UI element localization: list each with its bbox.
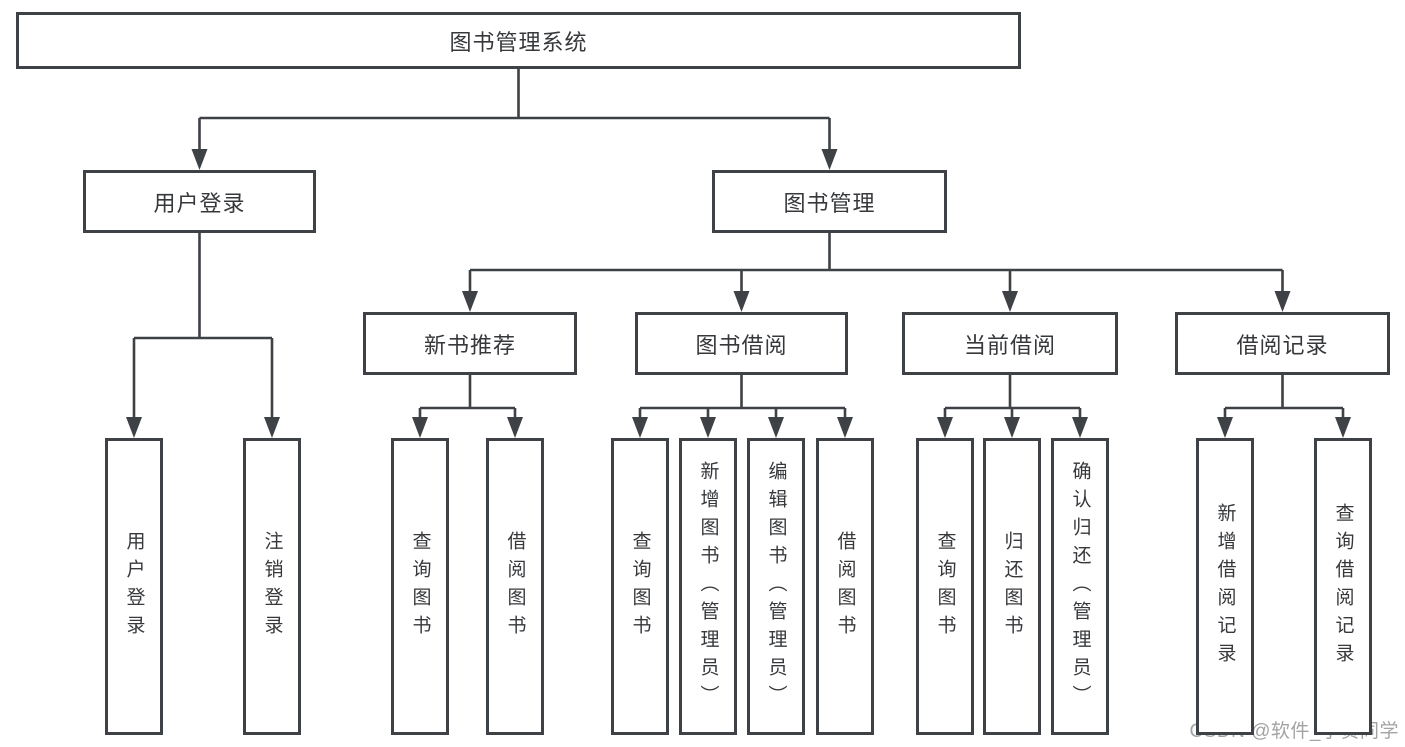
node-leaf-query-borrow-record: 查询借阅记录 (1314, 438, 1372, 735)
arrow-icon (937, 417, 953, 438)
connector (943, 375, 1082, 424)
node-new-book-recommend: 新书推荐 (363, 312, 577, 375)
arrow-icon (1072, 417, 1088, 438)
connector (468, 233, 1284, 298)
node-leaf-borrow-books: 借阅图书 (486, 438, 544, 735)
node-label: 查询图书 (409, 530, 431, 643)
arrow-icon (632, 417, 648, 438)
arrow-icon (264, 417, 280, 438)
node-label: 借阅图书 (504, 530, 526, 643)
node-leaf-query-books: 查询图书 (391, 438, 449, 735)
arrow-icon (1335, 417, 1351, 438)
node-label: 图书借阅 (695, 332, 788, 358)
node-label: 确认归还（管理员） (1069, 460, 1091, 713)
node-label: 用户登录 (123, 530, 145, 643)
arrow-icon (462, 291, 478, 312)
arrow-icon (700, 417, 716, 438)
node-leaf-borrow-books-2: 借阅图书 (816, 438, 874, 735)
node-label: 归还图书 (1001, 530, 1023, 643)
arrow-icon (1217, 417, 1233, 438)
node-leaf-confirm-return-admin: 确认归还（管理员） (1051, 438, 1109, 735)
arrow-icon (507, 417, 523, 438)
node-leaf-add-borrow-record: 新增借阅记录 (1196, 438, 1254, 735)
node-book-borrowing: 图书借阅 (635, 312, 848, 375)
arrow-icon (126, 417, 142, 438)
node-borrowing-records: 借阅记录 (1175, 312, 1390, 375)
arrow-icon (1004, 417, 1020, 438)
node-label: 当前借阅 (963, 332, 1056, 358)
node-leaf-logout: 注销登录 (243, 438, 301, 735)
node-leaf-edit-books-admin: 编辑图书（管理员） (747, 438, 805, 735)
arrow-icon (1274, 291, 1291, 312)
node-label: 查询图书 (629, 530, 651, 643)
connector (638, 375, 847, 424)
arrow-icon (1002, 291, 1018, 312)
arrow-icon (821, 149, 838, 170)
node-label: 新书推荐 (423, 332, 516, 358)
arrow-icon (191, 149, 208, 170)
node-label: 查询借阅记录 (1332, 502, 1354, 671)
arrow-icon (412, 417, 428, 438)
node-label: 查询图书 (934, 530, 956, 643)
node-user-login: 用户登录 (83, 170, 316, 233)
node-current-borrowing: 当前借阅 (902, 312, 1118, 375)
arrow-icon (837, 417, 853, 438)
node-label: 借阅图书 (834, 530, 856, 643)
node-leaf-add-books-admin: 新增图书（管理员） (679, 438, 737, 735)
node-leaf-return-books: 归还图书 (983, 438, 1041, 735)
node-leaf-query-books-3: 查询图书 (916, 438, 974, 735)
node-leaf-query-books-2: 查询图书 (611, 438, 669, 735)
arrow-icon (768, 417, 784, 438)
node-label: 新增图书（管理员） (697, 460, 719, 713)
node-label: 用户登录 (153, 190, 246, 216)
connector (132, 233, 274, 424)
node-label: 编辑图书（管理员） (765, 460, 787, 713)
node-label: 图书管理 (783, 190, 876, 216)
arrow-icon (733, 291, 750, 312)
node-label: 新增借阅记录 (1214, 502, 1236, 671)
connector (418, 375, 517, 424)
node-label: 注销登录 (261, 530, 283, 643)
node-label: 借阅记录 (1236, 332, 1329, 358)
node-root-system: 图书管理系统 (16, 12, 1021, 69)
connector (198, 69, 831, 156)
node-leaf-user-login: 用户登录 (105, 438, 163, 735)
connector (1223, 375, 1345, 424)
node-label: 图书管理系统 (449, 29, 588, 55)
node-book-management: 图书管理 (712, 170, 947, 233)
